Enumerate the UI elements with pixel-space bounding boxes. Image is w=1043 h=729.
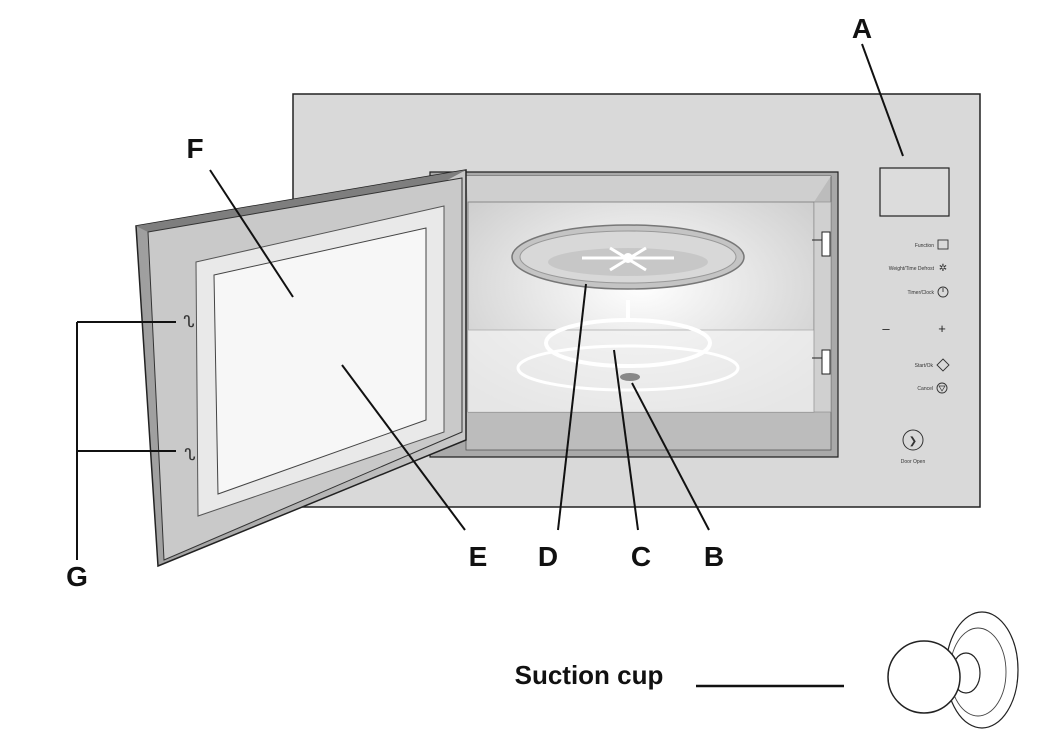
callout-b: B xyxy=(704,541,724,572)
door-hook-upper-icon: ᔐ xyxy=(183,314,194,331)
oven-cavity xyxy=(429,171,839,458)
start-ok-label: Start/Ok xyxy=(915,363,934,369)
callout-a: A xyxy=(852,13,872,44)
glass-turntable xyxy=(511,224,745,290)
function-label: Function xyxy=(915,243,934,249)
door-hook-lower-icon: ᔐ xyxy=(184,447,195,464)
suction-cup-label: Suction cup xyxy=(515,660,664,690)
function-button[interactable]: Function xyxy=(915,239,949,250)
latch-slot-lower xyxy=(812,349,831,375)
snowflake-icon: ✲ xyxy=(939,263,947,274)
weight-time-defrost-label: Weight/Time Defrost xyxy=(889,266,935,272)
start-icon xyxy=(936,358,950,372)
control-panel: Function Weight/Time Defrost ✲ Timer/Clo… xyxy=(879,167,950,465)
clock-icon xyxy=(937,286,949,298)
latch-slot-upper xyxy=(812,231,831,257)
roller-ring xyxy=(516,300,740,392)
turntable-support xyxy=(620,373,640,381)
leader-lines xyxy=(76,43,904,560)
callout-e: E xyxy=(469,541,488,572)
callout-d: D xyxy=(538,541,558,572)
weight-time-defrost-button[interactable]: Weight/Time Defrost ✲ xyxy=(889,263,947,274)
door-open-label: Door Open xyxy=(901,459,926,465)
cancel-button[interactable]: Cancel xyxy=(917,382,948,394)
cancel-icon xyxy=(936,382,948,394)
callout-c: C xyxy=(631,541,651,572)
timer-clock-label: Timer/Clock xyxy=(908,290,935,296)
door-open-button[interactable]: ❯ Door Open xyxy=(901,429,926,465)
start-ok-button[interactable]: Start/Ok xyxy=(915,358,950,372)
plus-button[interactable]: + xyxy=(938,321,946,336)
callout-f: F xyxy=(186,133,203,164)
suction-cup xyxy=(696,611,1019,729)
minus-button[interactable]: – xyxy=(882,321,890,336)
callout-g: G xyxy=(66,561,88,592)
microwave-door: ᔐ ᔐ xyxy=(135,169,467,568)
door-open-icon: ❯ xyxy=(909,436,917,447)
cancel-label: Cancel xyxy=(917,386,933,392)
timer-clock-button[interactable]: Timer/Clock xyxy=(908,286,949,298)
